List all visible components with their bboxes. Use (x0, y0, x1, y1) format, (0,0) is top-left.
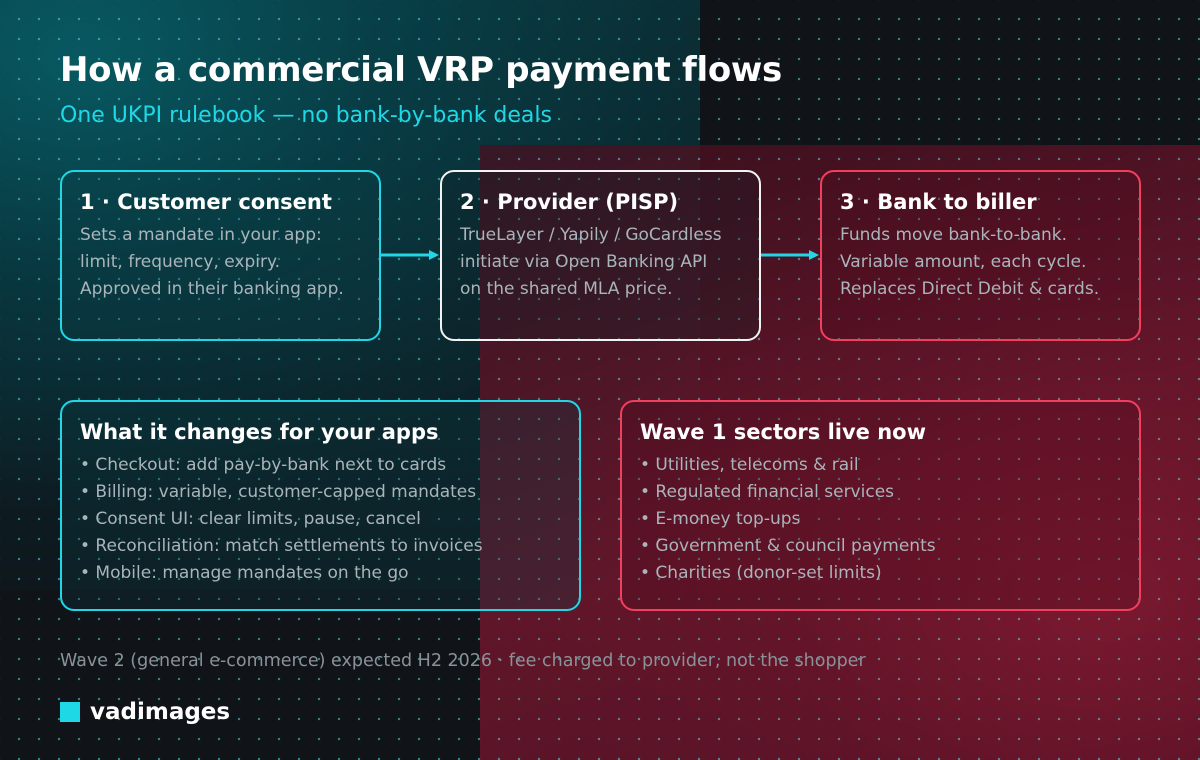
sectors-panel: Wave 1 sectors live now • Utilities, tel… (620, 400, 1141, 611)
changes-item: • Consent UI: clear limits, pause, cance… (80, 509, 421, 529)
page-subtitle: One UKPI rulebook — no bank-by-bank deal… (60, 103, 552, 128)
sectors-item: • Government & council payments (640, 536, 936, 556)
changes-item: • Checkout: add pay-by-bank next to card… (80, 455, 447, 475)
step-line: initiate via Open Banking API (460, 252, 708, 272)
step-title: 3 · Bank to biller (840, 190, 1037, 214)
changes-item: • Billing: variable, customer-capped man… (80, 482, 477, 502)
sectors-item: • E-money top-ups (640, 509, 801, 529)
changes-item: • Reconciliation: match settlements to i… (80, 536, 483, 556)
step-line: Approved in their banking app. (80, 279, 344, 299)
brand-logo: vadimages (60, 699, 230, 725)
sectors-item: • Utilities, telecoms & rail (640, 455, 859, 475)
step-line: limit, frequency, expiry. (80, 252, 281, 272)
changes-item: • Mobile: manage mandates on the go (80, 563, 409, 583)
flow-arrow-1-to-2 (381, 250, 439, 260)
step-customer-consent: 1 · Customer consent Sets a mandate in y… (60, 170, 381, 341)
step-title: 2 · Provider (PISP) (460, 190, 679, 214)
step-provider-pisp: 2 · Provider (PISP) TrueLayer / Yapily /… (440, 170, 761, 341)
step-line: TrueLayer / Yapily / GoCardless (460, 225, 722, 245)
flow-arrow-2-to-3 (761, 250, 819, 260)
brand-name: vadimages (90, 699, 231, 725)
sectors-title: Wave 1 sectors live now (640, 420, 926, 444)
changes-panel: What it changes for your apps • Checkout… (60, 400, 581, 611)
step-line: Sets a mandate in your app: (80, 225, 322, 245)
page-title: How a commercial VRP payment flows (60, 50, 782, 90)
step-line: on the shared MLA price. (460, 279, 673, 299)
step-bank-to-biller: 3 · Bank to biller Funds move bank-to-ba… (820, 170, 1141, 341)
step-title: 1 · Customer consent (80, 190, 332, 214)
brand-square-icon (60, 702, 80, 722)
step-line: Variable amount, each cycle. (840, 252, 1087, 272)
changes-title: What it changes for your apps (80, 420, 439, 444)
step-line: Replaces Direct Debit & cards. (840, 279, 1100, 299)
step-line: Funds move bank-to-bank. (840, 225, 1068, 245)
footnote: Wave 2 (general e-commerce) expected H2 … (60, 651, 866, 671)
sectors-item: • Charities (donor-set limits) (640, 563, 882, 583)
sectors-item: • Regulated financial services (640, 482, 895, 502)
